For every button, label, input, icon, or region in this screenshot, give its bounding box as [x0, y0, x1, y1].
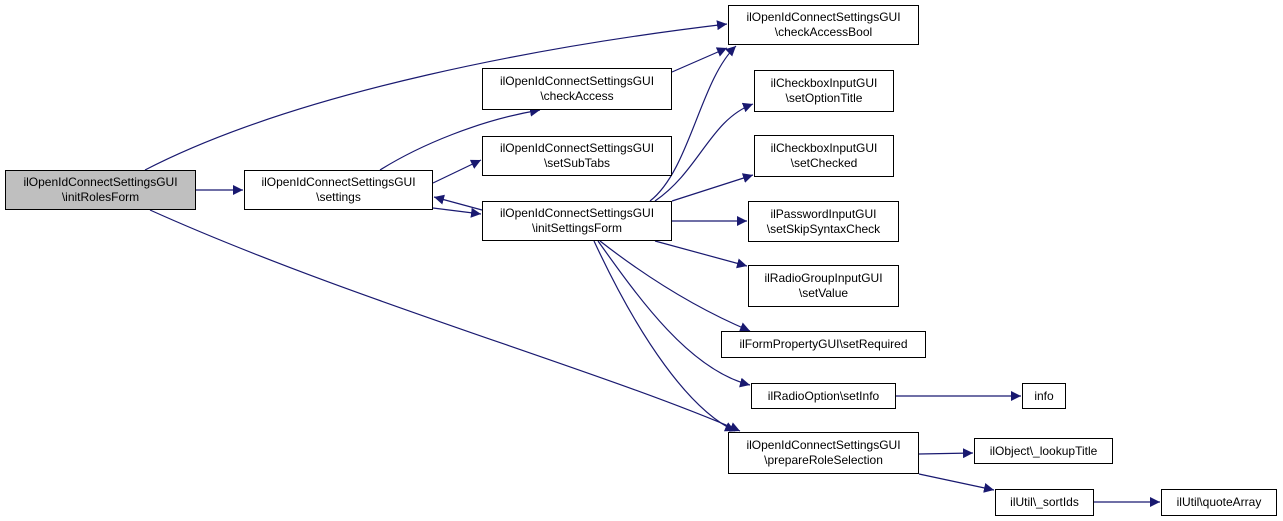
node-lookup-title-label: ilObject\_lookupTitle	[989, 443, 1098, 458]
node-init-settings-form-method: \initSettingsForm	[531, 221, 623, 235]
node-check-access-class: ilOpenIdConnectSettingsGUI	[499, 74, 655, 88]
edge-initRolesForm-to-prepareRoleSelection	[149, 209, 741, 432]
node-set-info[interactable]: ilRadioOption\setInfo	[751, 383, 896, 409]
edge-checkAccess-to-checkAccessBool	[671, 47, 728, 73]
edge-initSettingsForm-to-setChecked	[671, 173, 754, 202]
node-settings[interactable]: ilOpenIdConnectSettingsGUI \settings	[244, 170, 433, 210]
node-prepare-role-selection-class: ilOpenIdConnectSettingsGUI	[746, 438, 901, 452]
node-set-sub-tabs-class: ilOpenIdConnectSettingsGUI	[499, 141, 655, 155]
node-init-settings-form-class: ilOpenIdConnectSettingsGUI	[499, 206, 655, 220]
node-settings-class: ilOpenIdConnectSettingsGUI	[261, 175, 416, 189]
node-set-checked[interactable]: ilCheckboxInputGUI \setChecked	[754, 135, 894, 177]
node-set-value-class: ilRadioGroupInputGUI	[764, 271, 883, 285]
edge-settings-to-checkAccess	[379, 106, 541, 171]
node-prepare-role-selection[interactable]: ilOpenIdConnectSettingsGUI \prepareRoleS…	[728, 432, 919, 474]
edge-settings-to-setSubTabs	[432, 159, 482, 184]
node-check-access-bool[interactable]: ilOpenIdConnectSettingsGUI \checkAccessB…	[728, 5, 919, 45]
node-set-option-title-class: ilCheckboxInputGUI	[770, 76, 878, 90]
node-init-roles-form: ilOpenIdConnectSettingsGUI \initRolesFor…	[5, 170, 196, 210]
node-init-roles-form-method: \initRolesForm	[61, 190, 140, 204]
node-set-sub-tabs-method: \setSubTabs	[543, 156, 611, 170]
node-set-checked-class: ilCheckboxInputGUI	[770, 141, 878, 155]
edge-prepareRoleSelection-to-lookupTitle	[918, 448, 974, 459]
node-init-roles-form-class: ilOpenIdConnectSettingsGUI	[23, 175, 178, 189]
edge-initSettingsForm-to-settings	[433, 194, 483, 211]
node-check-access-bool-method: \checkAccessBool	[774, 25, 873, 39]
node-set-skip-syntax-check[interactable]: ilPasswordInputGUI \setSkipSyntaxCheck	[748, 201, 899, 242]
edge-initSettingsForm-to-setOptionTitle	[654, 102, 754, 202]
node-quote-array[interactable]: ilUtil\quoteArray	[1161, 489, 1277, 516]
node-set-value[interactable]: ilRadioGroupInputGUI \setValue	[748, 265, 899, 307]
edge-settings-to-initSettingsForm	[432, 207, 482, 218]
node-set-option-title[interactable]: ilCheckboxInputGUI \setOptionTitle	[754, 70, 894, 112]
edge-initSettingsForm-to-setValue	[654, 240, 748, 269]
node-init-settings-form[interactable]: ilOpenIdConnectSettingsGUI \initSettings…	[482, 201, 672, 241]
node-lookup-title[interactable]: ilObject\_lookupTitle	[974, 438, 1113, 464]
node-settings-method: \settings	[316, 190, 361, 204]
edge-initSettingsForm-to-setRequired	[599, 240, 751, 332]
node-prepare-role-selection-method: \prepareRoleSelection	[764, 453, 883, 467]
edge-initSettingsForm-to-checkAccessBool	[649, 45, 737, 202]
node-quote-array-label: ilUtil\quoteArray	[1176, 495, 1262, 509]
node-check-access[interactable]: ilOpenIdConnectSettingsGUI \checkAccess	[482, 68, 672, 110]
node-set-skip-syntax-check-class: ilPasswordInputGUI	[770, 206, 877, 221]
node-set-skip-syntax-check-method: \setSkipSyntaxCheck	[766, 221, 881, 236]
edge-initRolesForm-to-checkAccessBool	[144, 20, 728, 171]
node-check-access-method: \checkAccess	[540, 89, 614, 103]
node-set-required-label: ilFormPropertyGUI\setRequired	[739, 337, 908, 351]
node-set-value-method: \setValue	[798, 286, 849, 300]
node-info[interactable]: info	[1022, 383, 1066, 409]
node-sort-ids-label: ilUtil\_sortIds	[1010, 495, 1079, 509]
node-set-info-label: ilRadioOption\setInfo	[767, 388, 880, 403]
node-sort-ids[interactable]: ilUtil\_sortIds	[995, 489, 1094, 516]
edge-prepareRoleSelection-to-sortIds	[918, 473, 995, 493]
node-set-required[interactable]: ilFormPropertyGUI\setRequired	[721, 331, 926, 358]
node-info-label: info	[1034, 388, 1054, 403]
node-set-sub-tabs[interactable]: ilOpenIdConnectSettingsGUI \setSubTabs	[482, 136, 672, 176]
node-set-option-title-method: \setOptionTitle	[785, 91, 863, 105]
edge-initSettingsForm-to-prepareRoleSelection	[593, 240, 736, 432]
node-set-checked-method: \setChecked	[790, 156, 858, 170]
edge-initSettingsForm-to-setInfo	[597, 240, 751, 388]
node-check-access-bool-class: ilOpenIdConnectSettingsGUI	[746, 10, 901, 24]
